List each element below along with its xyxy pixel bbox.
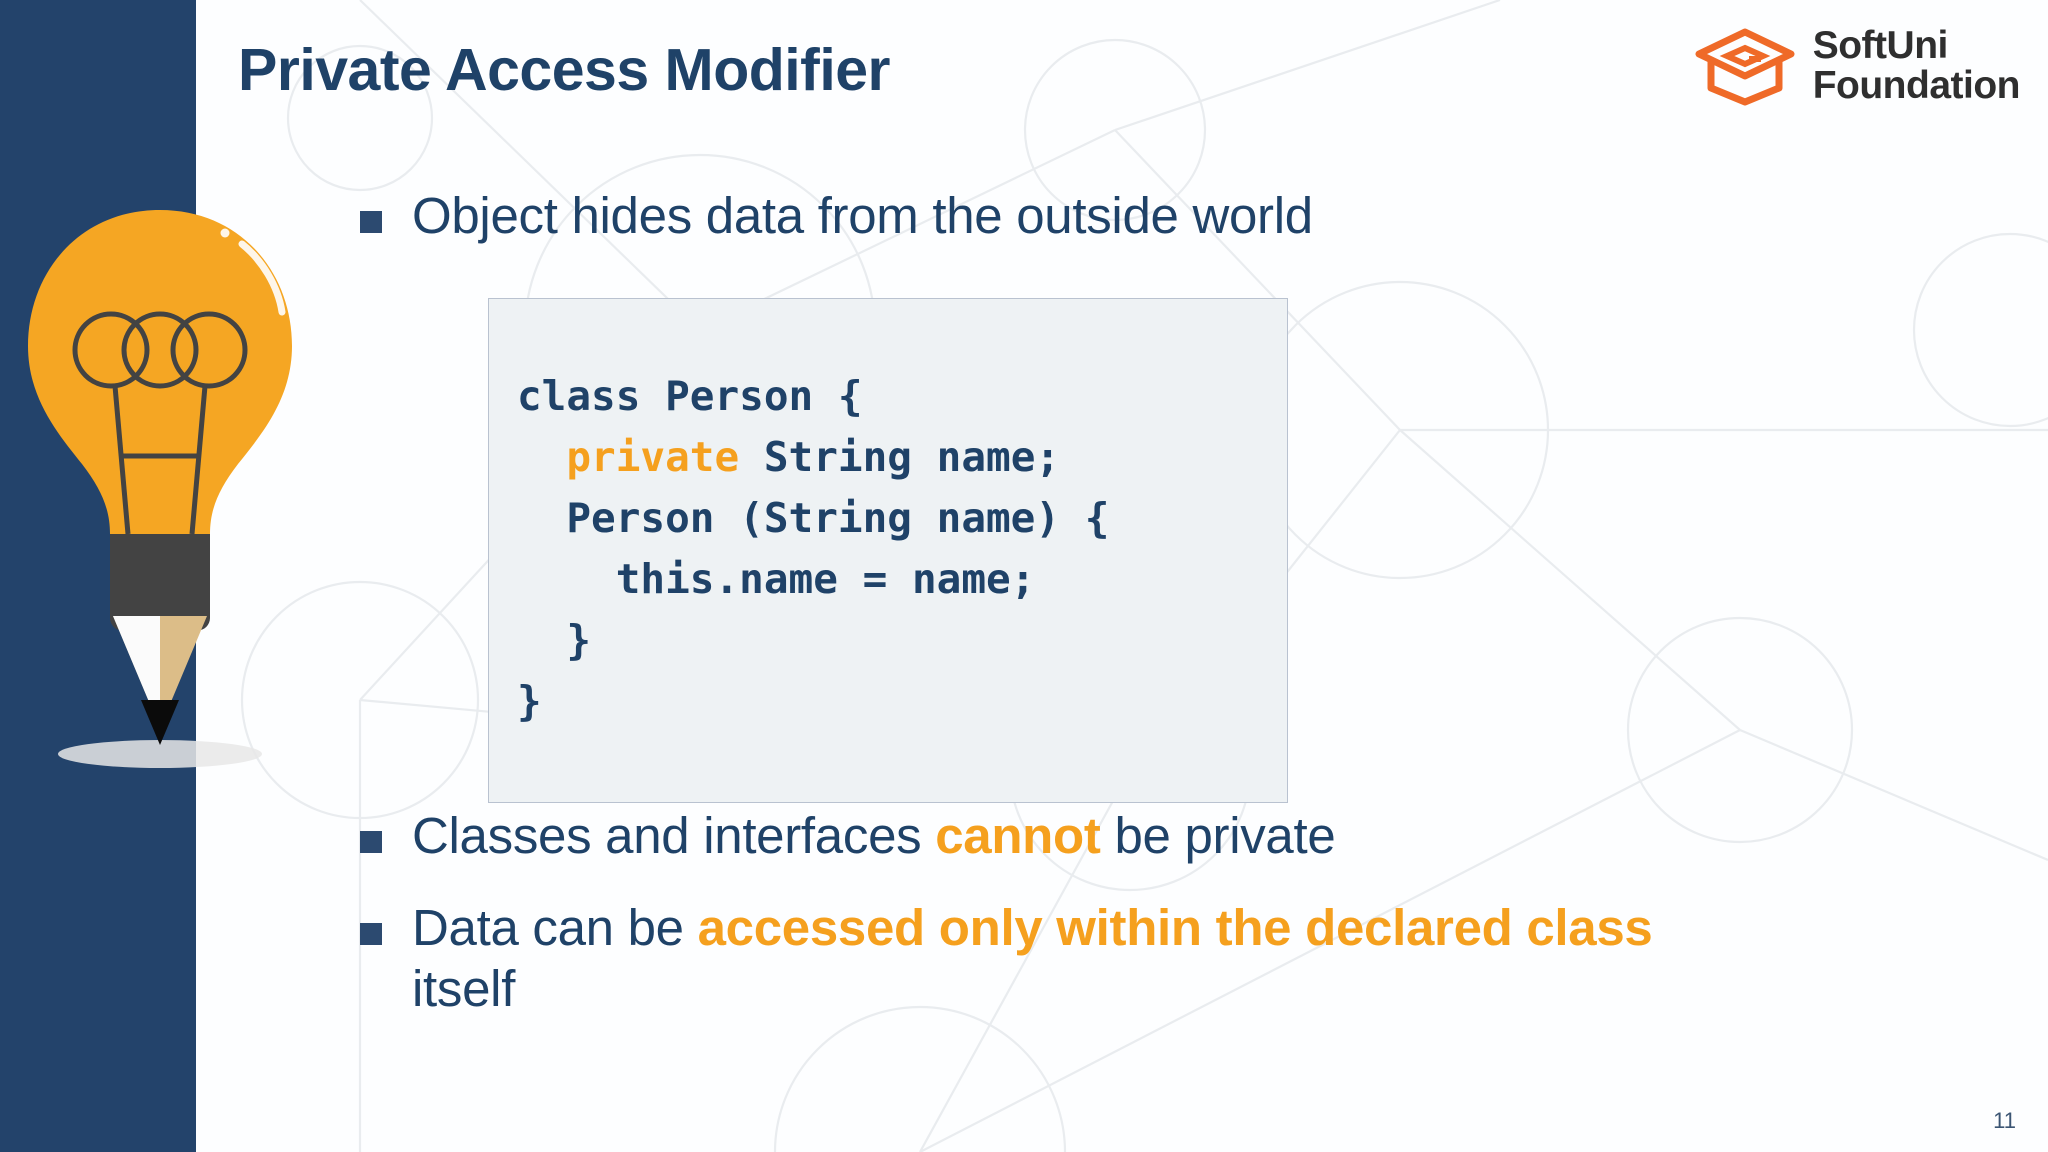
- list-item: Object hides data from the outside world: [360, 186, 1700, 246]
- list-item: Classes and interfaces cannot be private: [360, 806, 1700, 866]
- logo-line-1: SoftUni: [1812, 24, 1949, 68]
- graduation-cap-icon: [1695, 28, 1795, 106]
- bullet-list: Object hides data from the outside world…: [360, 186, 1700, 1019]
- square-bullet-icon: [360, 211, 382, 233]
- bullet-text-3: Data can be accessed only within the dec…: [412, 899, 1653, 1017]
- square-bullet-icon: [360, 923, 382, 946]
- logo-line-2: Foundation: [1812, 64, 2021, 107]
- list-item: Data can be accessed only within the dec…: [360, 898, 1700, 1018]
- softuni-foundation-logo: SoftUni Foundation: [1693, 24, 2021, 107]
- lightbulb-pencil-illustration: [28, 210, 292, 768]
- square-bullet-icon: [360, 831, 382, 854]
- page-title: Private Access Modifier: [238, 37, 891, 103]
- bullet-text-1: Object hides data from the outside world: [412, 187, 1313, 244]
- page-number: 11: [1993, 1108, 2016, 1133]
- bullet-text-2: Classes and interfaces cannot be private: [412, 807, 1336, 865]
